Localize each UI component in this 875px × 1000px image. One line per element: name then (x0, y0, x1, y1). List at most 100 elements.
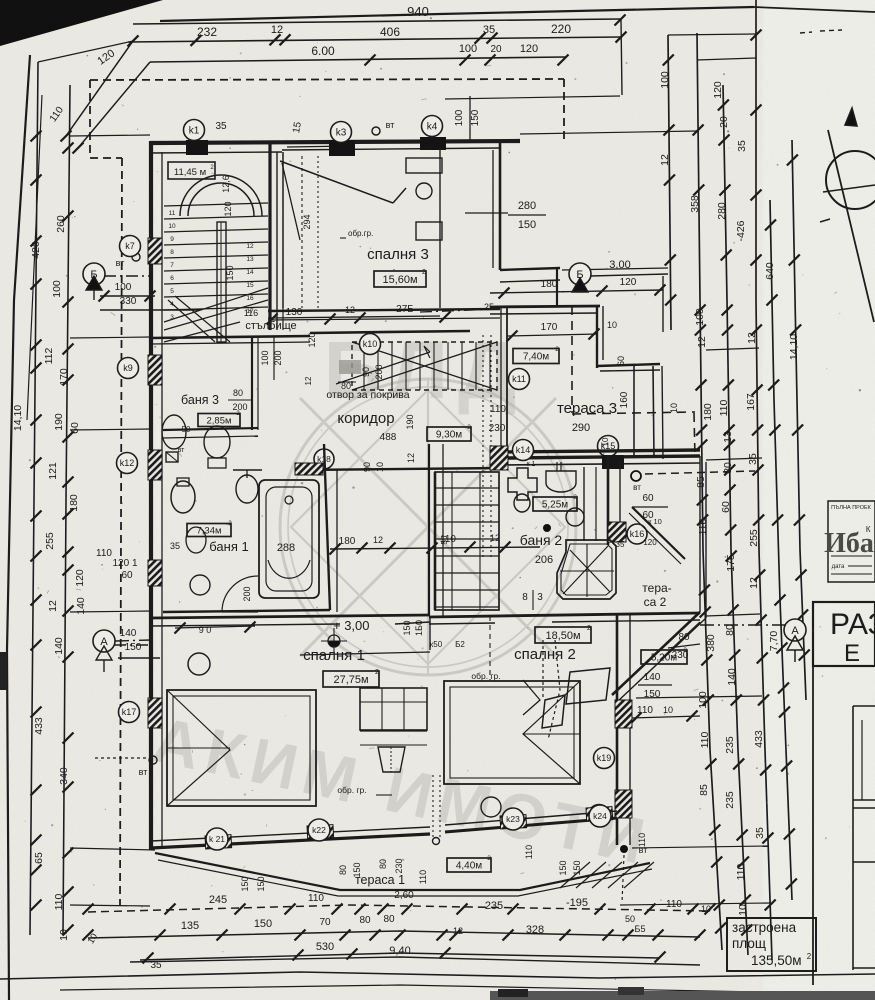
svg-text:5,25м: 5,25м (542, 500, 568, 511)
svg-text:2: 2 (375, 669, 379, 676)
svg-text:k7: k7 (125, 241, 135, 251)
svg-text:230: 230 (672, 650, 689, 661)
svg-text:10: 10 (607, 320, 617, 330)
svg-text:k14: k14 (516, 445, 531, 455)
svg-text:280: 280 (716, 202, 728, 220)
svg-text:80: 80 (722, 462, 734, 474)
svg-text:10: 10 (737, 904, 749, 916)
svg-text:-426: -426 (735, 220, 747, 241)
svg-text:9,30м: 9,30м (436, 430, 462, 441)
svg-text:k19: k19 (597, 753, 612, 763)
svg-text:12: 12 (696, 336, 708, 348)
svg-text:180: 180 (339, 536, 356, 547)
svg-text:12: 12 (659, 154, 671, 166)
svg-text:110: 110 (699, 731, 711, 748)
svg-text:8: 8 (522, 592, 528, 603)
svg-text:100: 100 (697, 691, 709, 709)
svg-text:100: 100 (51, 280, 63, 298)
svg-text:121: 121 (47, 462, 59, 480)
svg-text:150: 150 (572, 860, 582, 875)
svg-text:27,75м: 27,75м (333, 674, 368, 686)
svg-text:110: 110 (666, 899, 682, 910)
svg-text:стълбище: стълбище (245, 320, 296, 332)
svg-text:358: 358 (689, 195, 701, 213)
svg-text:80: 80 (383, 914, 395, 925)
svg-text:12: 12 (47, 600, 59, 612)
svg-text:35: 35 (150, 960, 162, 971)
svg-text:255: 255 (44, 532, 56, 550)
svg-text:10: 10 (663, 705, 673, 715)
svg-text:к 10: к 10 (648, 517, 662, 526)
svg-text:10: 10 (375, 462, 385, 472)
svg-text:баня 1: баня 1 (209, 539, 248, 554)
svg-text:110: 110 (735, 863, 747, 880)
svg-text:тера-: тера- (642, 581, 671, 595)
svg-text:85: 85 (695, 476, 707, 488)
svg-text:А: А (100, 636, 108, 648)
svg-text:175: 175 (725, 554, 737, 572)
svg-text:35: 35 (616, 540, 625, 549)
svg-text:100: 100 (459, 43, 477, 55)
svg-text:150: 150 (254, 918, 272, 930)
svg-text:60: 60 (121, 570, 133, 581)
svg-text:10: 10 (86, 932, 100, 946)
svg-text:110: 110 (637, 705, 653, 716)
svg-text:110: 110 (697, 518, 709, 535)
svg-text:288: 288 (277, 542, 295, 554)
svg-text:140: 140 (120, 628, 137, 639)
svg-text:35: 35 (754, 827, 766, 839)
svg-text:60: 60 (642, 510, 654, 521)
svg-text:110: 110 (53, 893, 65, 910)
svg-text:235: 235 (724, 791, 736, 809)
svg-text:433: 433 (753, 730, 765, 748)
svg-text:Иба: Иба (824, 528, 874, 559)
svg-text:k 21: k 21 (209, 834, 225, 844)
svg-text:530: 530 (316, 941, 334, 953)
svg-text:130: 130 (286, 307, 303, 318)
svg-text:150: 150 (240, 876, 250, 891)
svg-text:7,70: 7,70 (768, 631, 780, 652)
svg-text:80: 80 (359, 915, 371, 926)
svg-text:150: 150 (402, 620, 412, 635)
svg-text:12: 12 (345, 305, 355, 315)
svg-text:обр.гр.: обр.гр. (348, 229, 373, 238)
svg-text:167: 167 (745, 393, 757, 411)
svg-text:площ: площ (732, 936, 766, 951)
svg-text:са 2: са 2 (644, 595, 667, 609)
svg-text:110: 110 (637, 833, 647, 847)
svg-text:12: 12 (304, 376, 313, 385)
svg-text:2: 2 (683, 647, 687, 654)
svg-text:290: 290 (572, 422, 590, 434)
svg-text:k16: k16 (630, 529, 645, 539)
svg-text:7,34м: 7,34м (196, 525, 221, 536)
svg-text:Б2: Б2 (455, 640, 465, 649)
svg-text:230: 230 (394, 858, 404, 873)
svg-text:обр. гр.: обр. гр. (337, 785, 366, 795)
svg-text:235: 235 (485, 900, 503, 912)
svg-text:9 0: 9 0 (199, 625, 212, 635)
svg-text:10: 10 (601, 437, 610, 446)
svg-text:k22: k22 (312, 825, 326, 835)
svg-text:вт: вт (633, 483, 641, 492)
svg-text:-195: -195 (566, 897, 588, 909)
svg-text:200: 200 (273, 350, 283, 365)
svg-text:Б5: Б5 (635, 924, 646, 934)
svg-text:170: 170 (58, 368, 70, 386)
svg-text:к 1: к 1 (527, 461, 536, 468)
svg-text:60: 60 (720, 501, 732, 513)
svg-text:Б: Б (576, 269, 583, 281)
svg-text:15: 15 (246, 282, 254, 289)
svg-text:35: 35 (736, 140, 748, 152)
svg-text:2: 2 (573, 494, 577, 501)
svg-text:90: 90 (361, 367, 371, 377)
svg-text:260: 260 (55, 215, 67, 233)
svg-text:баня 2: баня 2 (520, 532, 563, 548)
svg-text:дата: дата (832, 564, 845, 570)
svg-text:2: 2 (210, 165, 214, 171)
svg-text:10: 10 (168, 223, 176, 230)
svg-text:70: 70 (319, 917, 331, 928)
svg-text:1Б0: 1Б0 (414, 620, 424, 636)
svg-text:13: 13 (722, 431, 734, 443)
svg-text:65: 65 (33, 852, 45, 864)
svg-text:9,40: 9,40 (389, 945, 410, 957)
